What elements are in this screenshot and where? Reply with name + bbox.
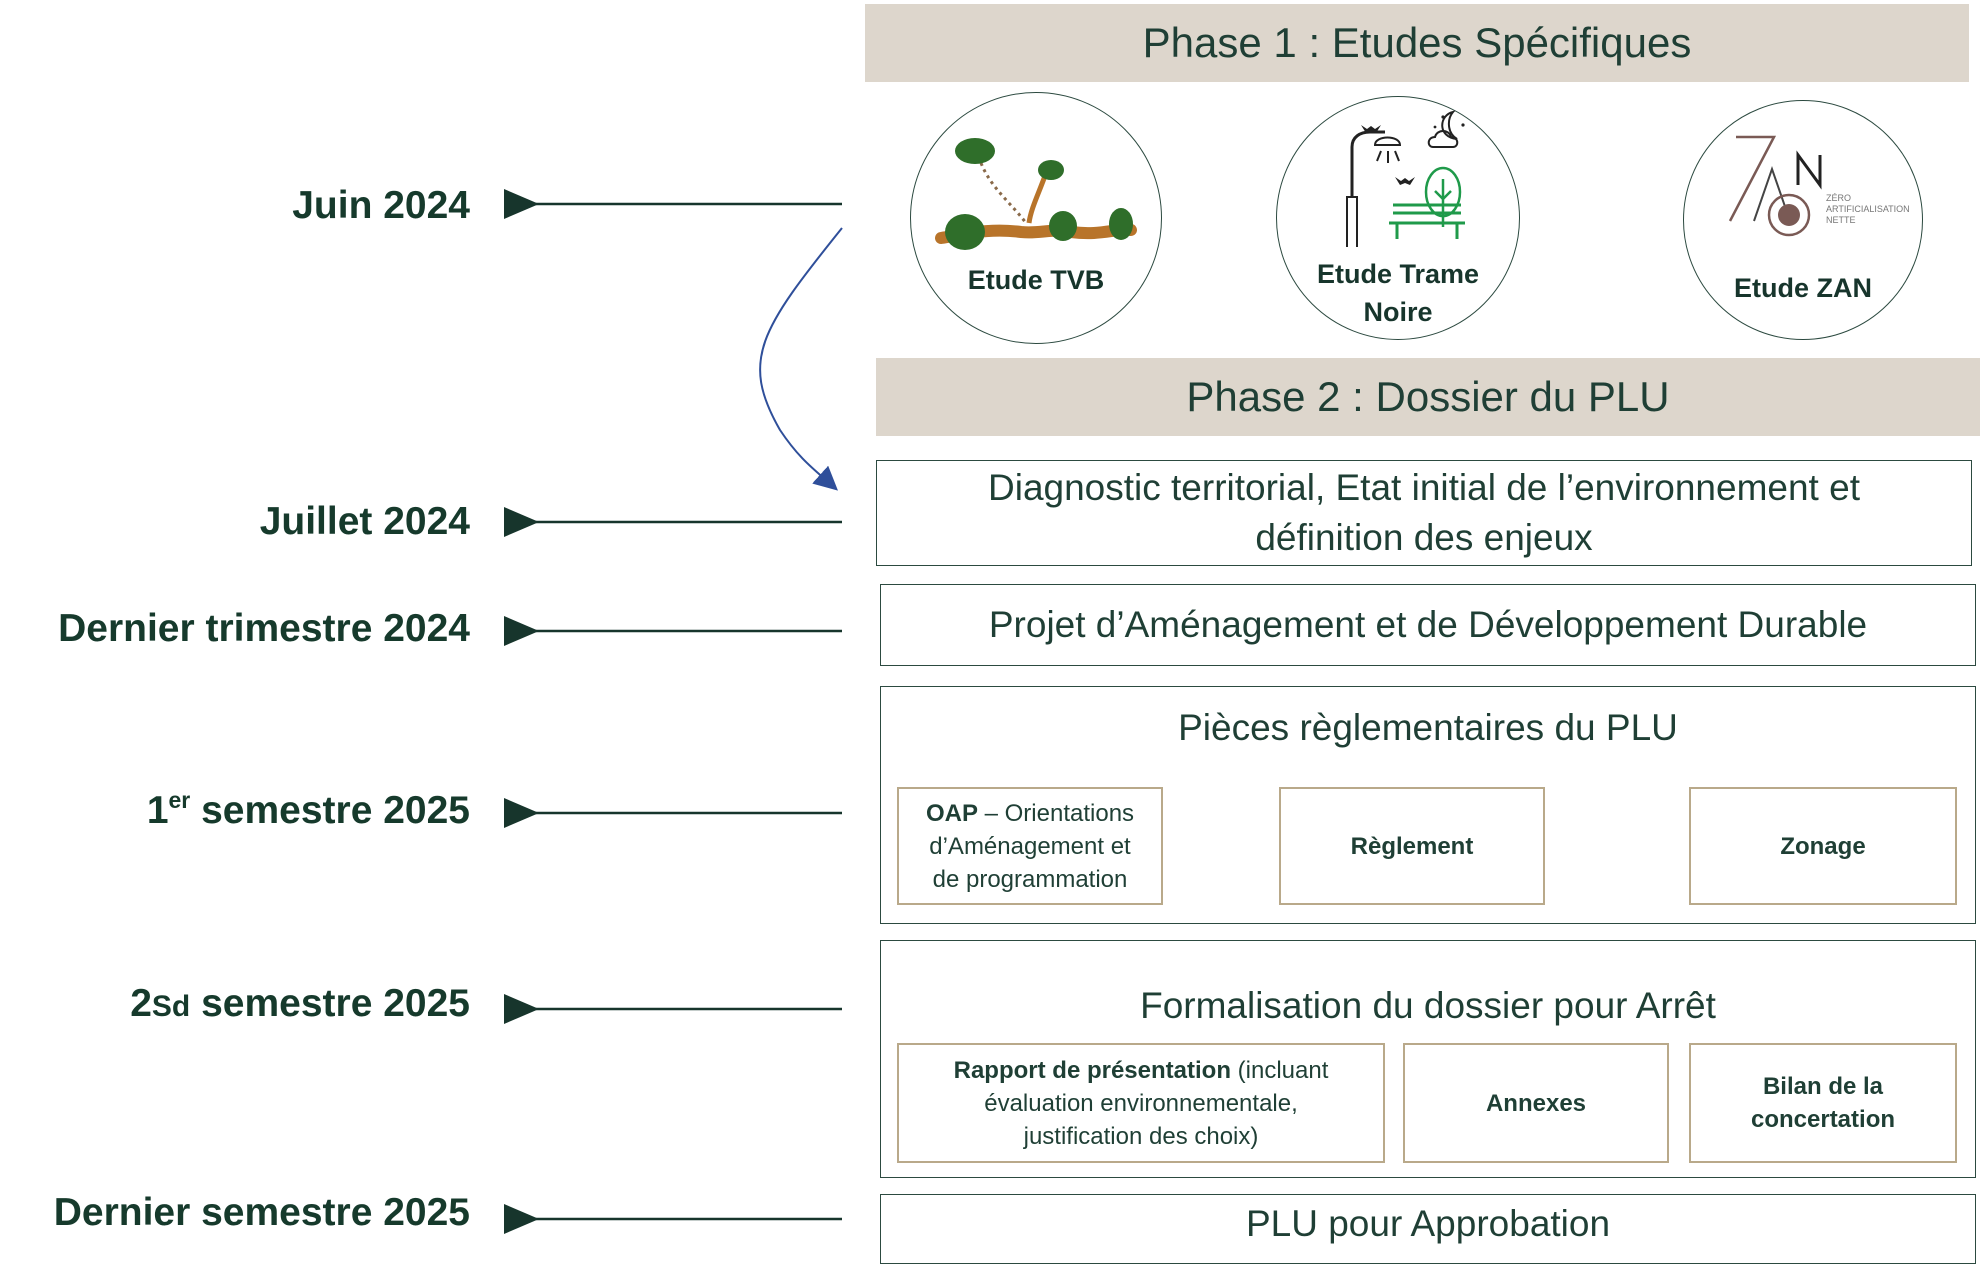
pieces-reglementaires-box: Pièces règlementaires du PLU OAP – Orien… [880,686,1976,924]
timeline-2sd-semestre-2025: 2Sd semestre 2025 [130,982,470,1025]
diagnostic-line1: Diagnostic territorial, Etat initial de … [988,467,1860,508]
diagnostic-box: Diagnostic territorial, Etat initial de … [876,460,1972,566]
zan-logo: ZÉRO ARTIFICIALISATION NETTE [1728,135,1910,237]
zonage-box: Zonage [1689,787,1957,905]
padd-label: Projet d’Aménagement et de Développement… [988,604,1868,645]
formalisation-box: Formalisation du dossier pour Arrêt Rapp… [880,940,1976,1178]
timeline-juin-2024: Juin 2024 [292,184,470,227]
bilan-box: Bilan de la concertation [1689,1043,1957,1163]
padd-box: Projet d’Aménagement et de Développement… [880,584,1976,666]
phase1-banner: Phase 1 : Etudes Spécifiques [865,4,1969,82]
phase1-title: Phase 1 : Etudes Spécifiques [1142,19,1692,66]
curved-transition-arrow [759,227,843,491]
zan-logo-text-3: NETTE [1826,215,1856,225]
approbation-label: PLU pour Approbation [1245,1203,1611,1244]
reglement-box: Règlement [1279,787,1545,905]
timeline-dernier-trimestre-2024: Dernier trimestre 2024 [58,607,470,650]
study-trame-noire-label: Etude Trame Noire [1316,259,1480,327]
diagnostic-line2: définition des enjeux [1255,517,1593,558]
study-tvb-label: Etude TVB [967,265,1105,295]
study-tvb: Etude TVB [910,92,1162,344]
study-trame-noire: Etude Trame Noire [1276,96,1520,340]
timeline-dernier-semestre-2025: Dernier semestre 2025 [53,1191,470,1234]
zan-logo-text-1: ZÉRO [1826,193,1851,203]
streetlight-night-icon [1346,110,1465,247]
phase2-banner: Phase 2 : Dossier du PLU [876,358,1980,436]
study-zan: ZÉRO ARTIFICIALISATION NETTE Etude ZAN [1683,100,1923,340]
approbation-box: PLU pour Approbation [880,1194,1976,1264]
pieces-title: Pièces règlementaires du PLU [1178,707,1678,748]
timeline-juillet-2024: Juillet 2024 [259,500,470,543]
rapport-box: Rapport de présentation (incluant évalua… [897,1043,1385,1163]
phase2-title: Phase 2 : Dossier du PLU [1186,373,1670,420]
oap-box: OAP – Orientations d’Aménagement et de p… [897,787,1163,905]
formalisation-title: Formalisation du dossier pour Arrêt [1140,985,1716,1026]
annexes-box: Annexes [1403,1043,1669,1163]
ecological-corridor-icon [935,138,1137,250]
timeline-1er-semestre-2025: 1er semestre 2025 [146,787,470,832]
study-zan-label: Etude ZAN [1734,273,1872,303]
zan-logo-text-2: ARTIFICIALISATION [1826,204,1910,214]
